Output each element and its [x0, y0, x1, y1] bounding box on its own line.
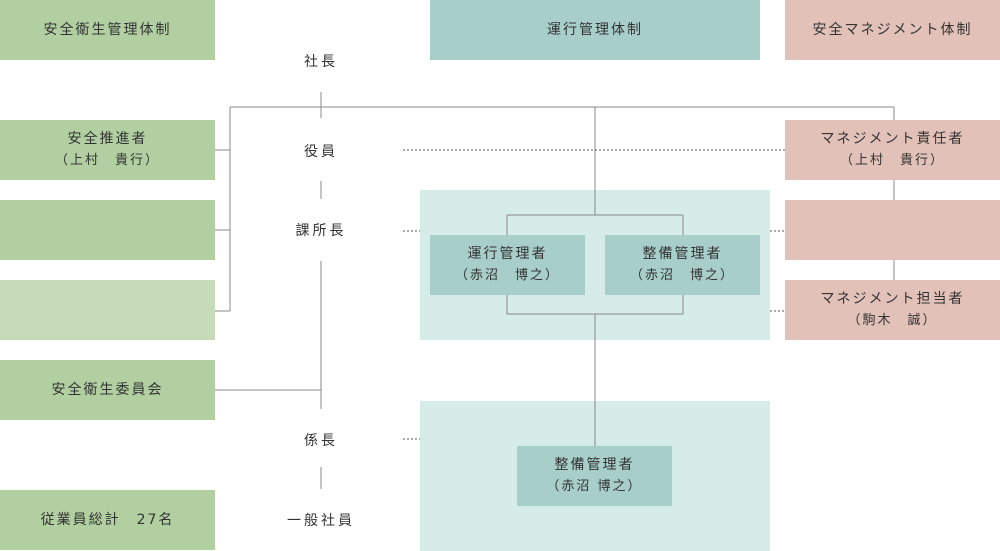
blank-light-green-box — [0, 280, 215, 340]
maintenance-manager-bottom-box: 整備管理者 （赤沼 博之） — [517, 446, 672, 506]
maintenance-manager-bottom-title: 整備管理者 — [554, 457, 635, 473]
safety-promoter-box: 安全推進者 （上村 貴行） — [0, 120, 215, 180]
maintenance-manager-bottom-name: （赤沼 博之） — [546, 479, 643, 494]
maintenance-manager-top-box: 整備管理者 （赤沼 博之） — [605, 235, 760, 295]
header-operation-label: 運行管理体制 — [547, 22, 643, 38]
role-section-chief: 課所長 — [295, 223, 347, 239]
management-responsible-name: （上村 貴行） — [839, 153, 945, 168]
management-staff-name: （駒木 誠） — [847, 313, 938, 328]
safety-committee-box: 安全衛生委員会 — [0, 360, 215, 420]
operation-manager-title: 運行管理者 — [467, 246, 548, 262]
role-officer: 役員 — [304, 144, 338, 160]
operation-manager-name: （赤沼 博之） — [454, 268, 560, 283]
blank-pink-box — [785, 200, 1000, 260]
management-staff-title: マネジメント担当者 — [820, 291, 965, 307]
management-staff-box: マネジメント担当者 （駒木 誠） — [785, 280, 1000, 340]
maintenance-manager-top-name: （赤沼 博之） — [629, 268, 735, 283]
header-safety-health-label: 安全衛生管理体制 — [43, 22, 172, 38]
role-subsection-chief: 係長 — [304, 433, 338, 449]
role-general-staff: 一般社員 — [287, 513, 355, 529]
header-safety-health: 安全衛生管理体制 — [0, 0, 215, 60]
role-president: 社長 — [304, 54, 338, 70]
maintenance-manager-top-title: 整備管理者 — [642, 246, 723, 262]
safety-promoter-title: 安全推進者 — [67, 131, 148, 147]
employees-total-box: 従業員総計 27名 — [0, 490, 215, 550]
employees-total-label: 従業員総計 27名 — [40, 512, 175, 528]
header-operation: 運行管理体制 — [430, 0, 760, 60]
management-responsible-box: マネジメント責任者 （上村 貴行） — [785, 120, 1000, 180]
header-safety-management: 安全マネジメント体制 — [785, 0, 1000, 60]
operation-manager-box: 運行管理者 （赤沼 博之） — [430, 235, 585, 295]
safety-promoter-name: （上村 貴行） — [54, 153, 160, 168]
header-safety-management-label: 安全マネジメント体制 — [812, 22, 973, 38]
blank-green-box — [0, 200, 215, 260]
management-responsible-title: マネジメント責任者 — [820, 131, 965, 147]
safety-committee-label: 安全衛生委員会 — [51, 382, 164, 398]
